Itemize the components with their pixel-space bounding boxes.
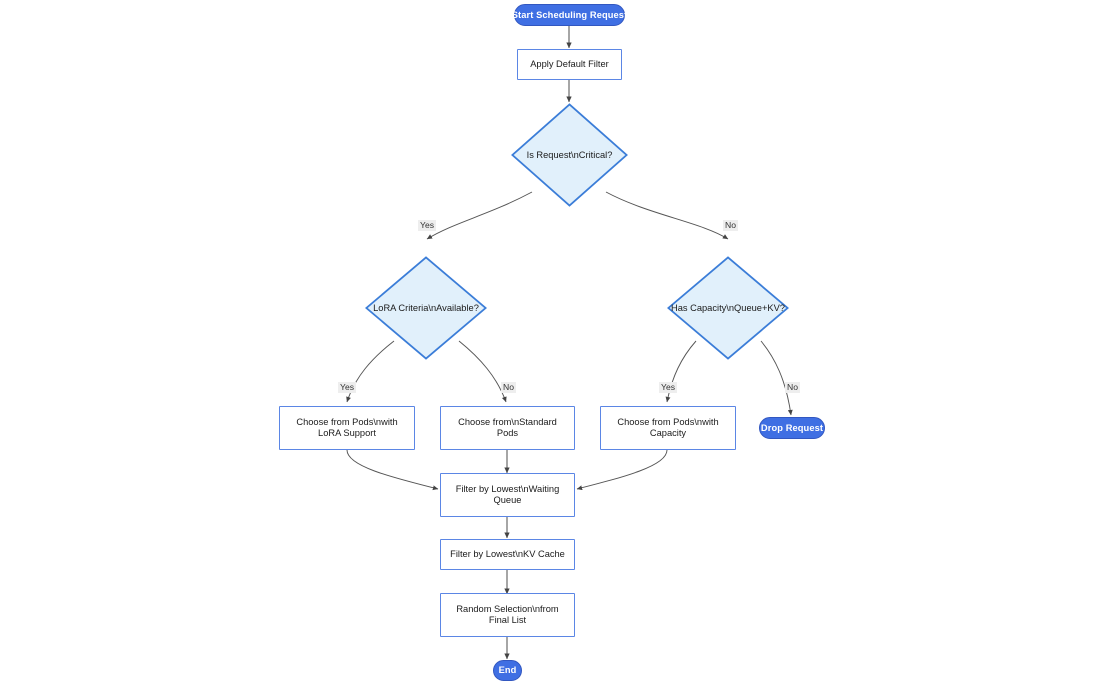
node-random-selection-final-list[interactable]: Random Selection\nfrom Final List	[440, 593, 575, 637]
node-filter-lowest-kv-cache-label: Filter by Lowest\nKV Cache	[450, 549, 565, 560]
node-lora-criteria-available-label: LoRA Criteria\nAvailable?	[373, 302, 479, 313]
node-is-request-critical[interactable]: Is Request\nCritical?	[511, 103, 628, 207]
node-start[interactable]: Start Scheduling Request	[511, 4, 628, 26]
edge-label-lora-yes: Yes	[338, 382, 357, 394]
node-is-request-critical-label: Is Request\nCritical?	[526, 149, 613, 160]
node-choose-pods-lora-support[interactable]: Choose from Pods\nwith LoRA Support	[279, 406, 415, 450]
node-apply-default-filter-label: Apply Default Filter	[530, 59, 609, 70]
edge-label-capacity-no: No	[785, 382, 800, 394]
diamond-shape	[365, 256, 487, 360]
diamond-shape	[667, 256, 789, 360]
node-apply-default-filter[interactable]: Apply Default Filter	[517, 49, 622, 80]
node-filter-lowest-waiting-queue-label: Filter by Lowest\nWaiting Queue	[455, 484, 560, 505]
node-random-selection-final-list-label: Random Selection\nfrom Final List	[456, 604, 559, 625]
node-drop-request-label: Drop Request	[760, 422, 824, 433]
node-choose-standard-pods-label: Choose from\nStandard Pods	[458, 417, 557, 438]
node-filter-lowest-kv-cache[interactable]: Filter by Lowest\nKV Cache	[440, 539, 575, 570]
node-has-capacity[interactable]: Has Capacity\nQueue+KV?	[667, 256, 789, 360]
node-drop-request[interactable]: Drop Request	[759, 417, 825, 439]
edge-label-is-critical-no: No	[723, 220, 738, 232]
node-choose-standard-pods[interactable]: Choose from\nStandard Pods	[440, 406, 575, 450]
edge-label-capacity-yes: Yes	[659, 382, 678, 394]
edge-label-lora-no: No	[501, 382, 516, 394]
node-filter-lowest-waiting-queue[interactable]: Filter by Lowest\nWaiting Queue	[440, 473, 575, 517]
node-end[interactable]: End	[493, 660, 522, 681]
edge-pods-capacity-to-filter-queue	[576, 449, 668, 491]
diamond-shape	[511, 103, 628, 207]
node-choose-pods-capacity[interactable]: Choose from Pods\nwith Capacity	[600, 406, 736, 450]
node-end-label: End	[498, 665, 517, 676]
node-start-label: Start Scheduling Request	[511, 9, 628, 20]
node-lora-criteria-available[interactable]: LoRA Criteria\nAvailable?	[365, 256, 487, 360]
node-has-capacity-label: Has Capacity\nQueue+KV?	[671, 302, 785, 313]
edge-label-is-critical-yes: Yes	[418, 220, 437, 232]
edge-pods-lora-to-filter-queue	[346, 449, 439, 491]
node-choose-pods-capacity-label: Choose from Pods\nwith Capacity	[617, 417, 719, 438]
node-choose-pods-lora-support-label: Choose from Pods\nwith LoRA Support	[296, 417, 398, 438]
